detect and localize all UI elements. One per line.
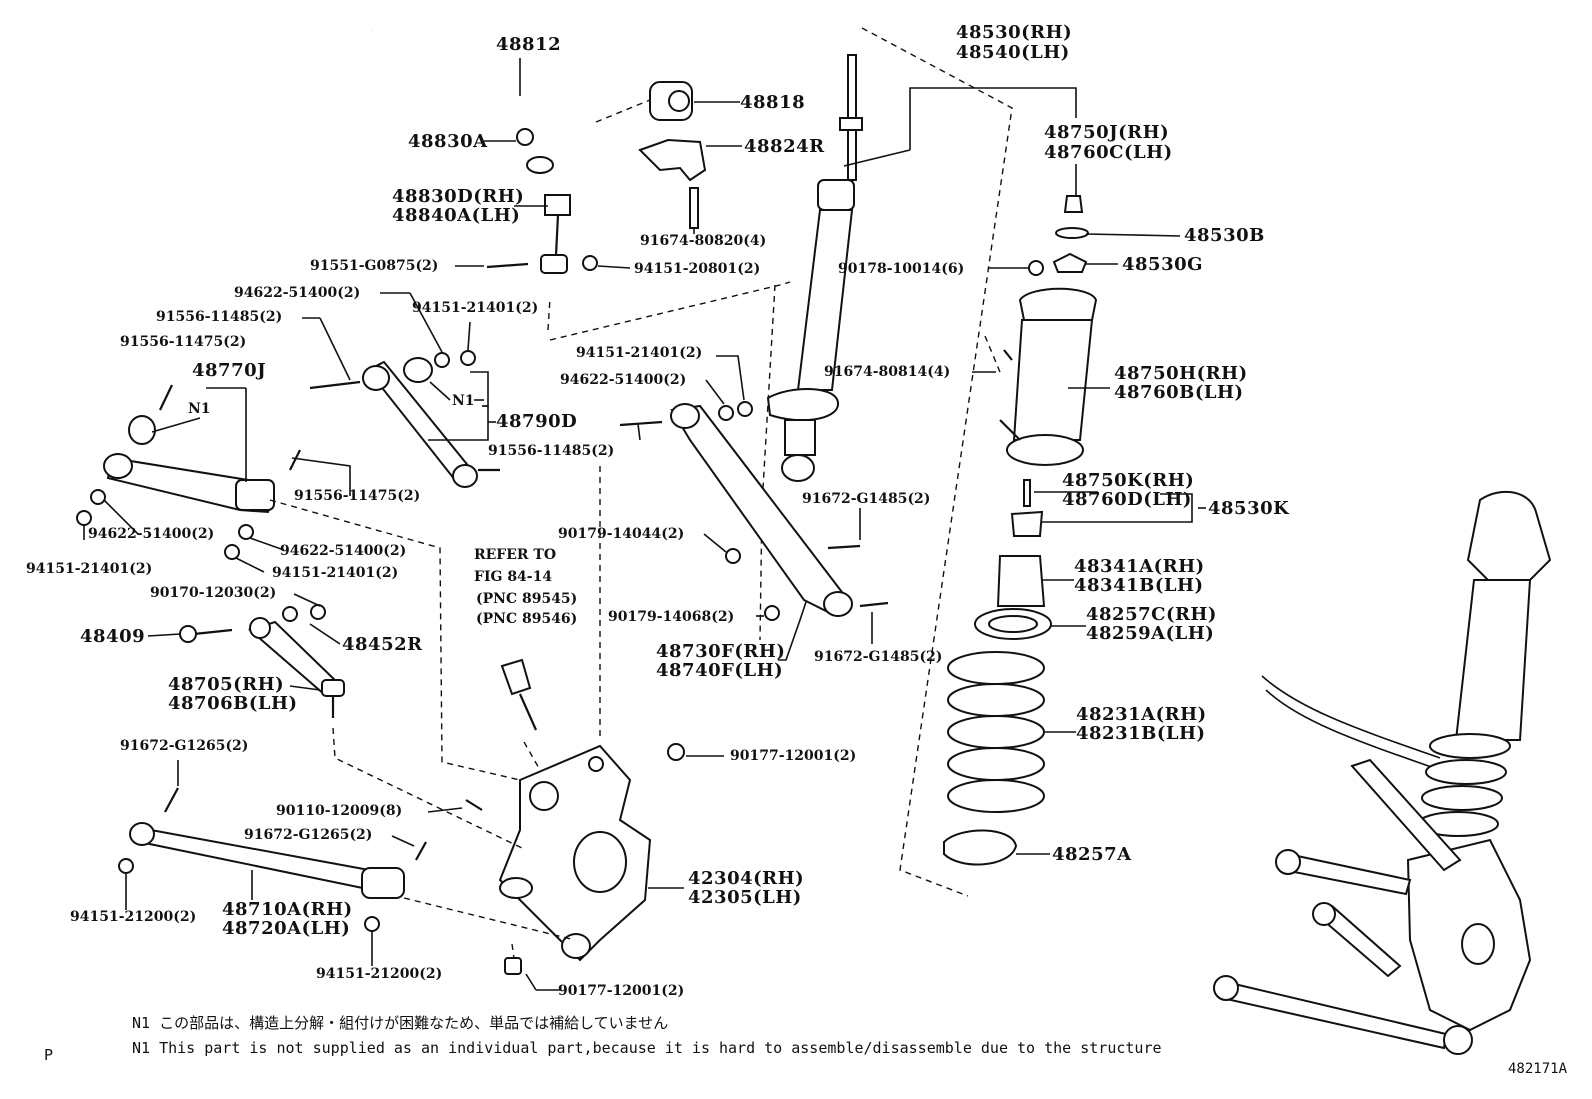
- label-94151-mid: 94151-21401(2): [272, 565, 399, 581]
- label-90177-a: 90177-12001(2): [730, 748, 857, 764]
- label-48720a: 48720A(LH): [222, 918, 351, 939]
- stabilizer-bracket: [638, 138, 707, 182]
- label-48530k: 48530K: [1208, 498, 1290, 519]
- assembled-view: [1213, 491, 1552, 1055]
- label-48750k: 48750K(RH): [1062, 470, 1195, 491]
- arm-48790d: [309, 350, 500, 488]
- label-48770j: 48770J: [192, 360, 267, 381]
- stabilizer-bar: [369, 25, 610, 174]
- shock-absorber: [766, 54, 863, 482]
- stab-link-bottom: [540, 254, 568, 274]
- stabilizer-bushing: [649, 81, 693, 121]
- label-48760d: 48760D(LH): [1062, 489, 1192, 510]
- footnote-jp: N1 この部品は、構造上分解・組付けが困難なため、単品では補給していません: [132, 1014, 669, 1032]
- label-91674-80820: 91674-80820(4): [640, 233, 767, 249]
- label-91674-80814: 91674-80814(4): [824, 364, 951, 380]
- label-48452r: 48452R: [342, 634, 423, 655]
- label-91556-11485-top: 91556-11485(2): [156, 309, 283, 325]
- label-48730f: 48730F(RH): [656, 641, 786, 662]
- label-90170: 90170-12030(2): [150, 585, 277, 601]
- label-94622-c: 94622-51400(2): [560, 372, 687, 388]
- label-91672-g1265-a: 91672-G1265(2): [120, 738, 249, 754]
- refer-line4: (PNC 89546): [476, 611, 578, 627]
- toe-link-48705: [179, 604, 345, 718]
- label-48818: 48818: [740, 92, 806, 113]
- label-48750j: 48750J(RH): [1044, 122, 1170, 143]
- label-n1-left: N1: [188, 401, 211, 417]
- refer-line3: (PNC 89545): [476, 591, 578, 607]
- label-94151-21401-c: 94151-21401(2): [576, 345, 703, 361]
- coil-spring: [947, 651, 1045, 813]
- bolt-91674: [689, 187, 699, 229]
- label-48341a: 48341A(RH): [1074, 556, 1205, 577]
- label-48530: 48530(RH): [956, 22, 1073, 43]
- leader-lines: [83, 58, 1206, 991]
- label-48540: 48540(LH): [956, 42, 1070, 63]
- label-48812: 48812: [496, 34, 562, 55]
- label-48530g: 48530G: [1122, 254, 1203, 275]
- refer-line2: FIG 84-14: [474, 569, 553, 585]
- label-48790d: 48790D: [496, 411, 578, 432]
- label-48705: 48705(RH): [168, 674, 285, 695]
- label-48830a: 48830A: [408, 131, 488, 152]
- refer-line1: REFER TO: [474, 547, 557, 563]
- label-90179-14044: 90179-14044(2): [558, 526, 685, 542]
- footnote-en: N1 This part is not supplied as an indiv…: [132, 1039, 1162, 1057]
- label-90177-b: 90177-12001(2): [558, 983, 685, 999]
- label-48257c: 48257C(RH): [1086, 604, 1217, 625]
- stab-link-top: [544, 194, 571, 216]
- knuckle: [498, 743, 685, 975]
- nut-48830a: [516, 128, 534, 146]
- label-91672-g1485-b: 91672-G1485(2): [814, 649, 943, 665]
- label-48750h: 48750H(RH): [1114, 363, 1248, 384]
- label-94151-20801: 94151-20801(2): [634, 261, 761, 277]
- label-48710a: 48710A(RH): [222, 899, 353, 920]
- label-48257a: 48257A: [1052, 844, 1132, 865]
- label-94151-21401-top: 94151-21401(2): [412, 300, 539, 316]
- label-48760c: 48760C(LH): [1044, 142, 1173, 163]
- label-48259a: 48259A(LH): [1086, 623, 1215, 644]
- figure-code: 482171A: [1508, 1061, 1568, 1077]
- label-94151-left: 94151-21401(2): [26, 561, 153, 577]
- spring-assembly: [974, 195, 1098, 640]
- label-91551: 91551-G0875(2): [310, 258, 439, 274]
- label-91672-g1265-b: 91672-G1265(2): [244, 827, 373, 843]
- label-94622-left: 94622-51400(2): [88, 526, 215, 542]
- lower-arm-48710a: [118, 787, 483, 932]
- label-91556-11485-c: 91556-11485(2): [488, 443, 615, 459]
- label-94622-mid: 94622-51400(2): [280, 543, 407, 559]
- label-94622-top: 94622-51400(2): [234, 285, 361, 301]
- label-91556-11475-top: 91556-11475(2): [120, 334, 247, 350]
- label-48231b: 48231B(LH): [1076, 723, 1206, 744]
- label-48824r: 48824R: [744, 136, 825, 157]
- label-42305: 42305(LH): [688, 887, 802, 908]
- label-90178: 90178-10014(6): [838, 261, 965, 277]
- upper-arm-48770j: [76, 384, 301, 560]
- label-48706b: 48706B(LH): [168, 693, 298, 714]
- label-90179-14068: 90179-14068(2): [608, 609, 735, 625]
- label-91672-g1485-a: 91672-G1485(2): [802, 491, 931, 507]
- label-48760b: 48760B(LH): [1114, 382, 1244, 403]
- label-48740f: 48740F(LH): [656, 660, 784, 681]
- label-42304: 42304(RH): [688, 868, 805, 889]
- label-48530b: 48530B: [1184, 225, 1265, 246]
- label-48341b: 48341B(LH): [1074, 575, 1204, 596]
- page-marker: P: [44, 1046, 54, 1064]
- lower-arm-48730f: [619, 401, 889, 621]
- label-48840a: 48840A(LH): [392, 205, 521, 226]
- spring-seat-48257a: [943, 829, 1018, 866]
- label-94151-21200-a: 94151-21200(2): [70, 909, 197, 925]
- label-94151-21200-b: 94151-21200(2): [316, 966, 443, 982]
- label-48231a: 48231A(RH): [1076, 704, 1207, 725]
- label-48409: 48409: [80, 626, 146, 647]
- label-n1-arm: N1: [452, 393, 475, 409]
- label-48830d: 48830D(RH): [392, 186, 525, 207]
- label-91556-11475-mid: 91556-11475(2): [294, 488, 421, 504]
- speed-sensor: [500, 658, 538, 731]
- label-90110: 90110-12009(8): [276, 803, 403, 819]
